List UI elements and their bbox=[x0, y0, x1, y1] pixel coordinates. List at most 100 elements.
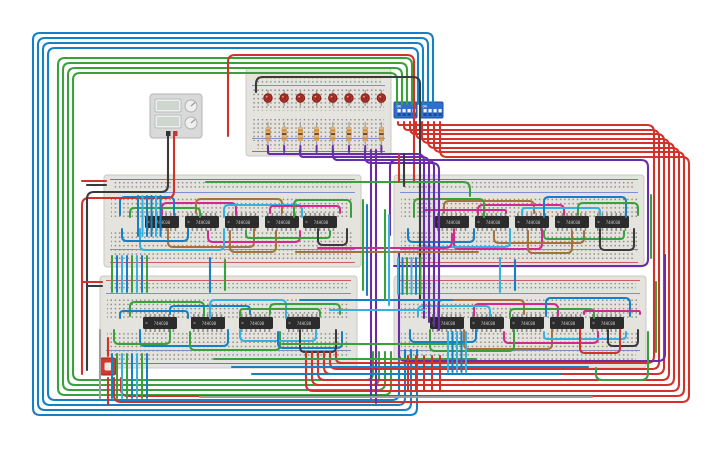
wire[interactable] bbox=[46, 46, 420, 402]
ic-pin bbox=[535, 213, 537, 216]
led-board[interactable] bbox=[245, 67, 392, 157]
ic-pin bbox=[601, 329, 603, 332]
wire[interactable] bbox=[229, 230, 277, 253]
wire[interactable] bbox=[56, 56, 414, 397]
pushbutton-cap[interactable] bbox=[104, 362, 112, 371]
wire[interactable] bbox=[112, 120, 691, 404]
dip-switch[interactable]: ON bbox=[419, 101, 444, 119]
wire[interactable] bbox=[328, 120, 661, 371]
wire[interactable] bbox=[119, 310, 189, 319]
wire[interactable] bbox=[293, 199, 352, 218]
wire[interactable] bbox=[429, 329, 515, 352]
wire[interactable] bbox=[607, 329, 639, 347]
wire[interactable] bbox=[80, 134, 176, 376]
ic-chip[interactable]: 74HC08 bbox=[185, 213, 219, 231]
wire[interactable] bbox=[521, 207, 601, 216]
wire[interactable] bbox=[209, 299, 287, 319]
ic-chip[interactable]: 74HC08 bbox=[286, 314, 320, 332]
wire[interactable] bbox=[254, 75, 422, 302]
ic-chip[interactable]: 74HC08 bbox=[595, 213, 629, 231]
ic-pin bbox=[254, 314, 257, 317]
wire[interactable] bbox=[545, 297, 631, 317]
ic-chip[interactable]: 74HC08 bbox=[470, 314, 504, 332]
wire[interactable] bbox=[195, 198, 283, 214]
dip-slider[interactable] bbox=[402, 109, 406, 113]
ic-pin bbox=[526, 213, 528, 216]
wire[interactable] bbox=[407, 228, 475, 243]
wire[interactable] bbox=[599, 228, 635, 251]
wire[interactable] bbox=[413, 198, 485, 218]
terminal-positive[interactable] bbox=[173, 131, 178, 136]
wire[interactable] bbox=[310, 120, 676, 387]
wire[interactable] bbox=[204, 180, 472, 198]
wire[interactable] bbox=[41, 41, 425, 407]
wire[interactable] bbox=[119, 120, 686, 398]
wire[interactable] bbox=[61, 61, 409, 392]
terminal-negative[interactable] bbox=[166, 131, 171, 136]
wire[interactable] bbox=[31, 31, 435, 417]
wire[interactable] bbox=[543, 196, 627, 218]
wire[interactable] bbox=[577, 202, 639, 216]
wire[interactable] bbox=[304, 120, 681, 393]
ic-chip[interactable]: 74HC08 bbox=[303, 213, 337, 231]
pushbutton[interactable] bbox=[99, 357, 117, 376]
wire[interactable] bbox=[443, 200, 535, 214]
wire[interactable] bbox=[579, 329, 621, 354]
wire[interactable] bbox=[269, 205, 341, 214]
wire[interactable] bbox=[167, 228, 255, 248]
wire[interactable] bbox=[85, 134, 170, 372]
wire[interactable] bbox=[409, 329, 477, 343]
power-supply[interactable] bbox=[149, 93, 203, 139]
wire[interactable] bbox=[113, 329, 171, 345]
wire[interactable] bbox=[36, 36, 430, 412]
ic-chip[interactable]: 74HC08 bbox=[555, 213, 589, 231]
wire[interactable] bbox=[317, 228, 348, 246]
wire[interactable] bbox=[388, 158, 650, 268]
dip-slider[interactable] bbox=[433, 109, 437, 113]
dip-slider[interactable] bbox=[397, 109, 401, 113]
ic-chip[interactable]: 74HC08 bbox=[515, 213, 549, 231]
ic-chip[interactable]: 74HC08 bbox=[550, 314, 584, 332]
wire[interactable] bbox=[397, 250, 667, 363]
wire[interactable] bbox=[245, 230, 331, 239]
ic-chip[interactable]: 74HC08 bbox=[590, 314, 624, 332]
wire[interactable] bbox=[129, 301, 205, 317]
wire[interactable] bbox=[223, 204, 303, 218]
ic-pin bbox=[561, 329, 563, 332]
wire[interactable] bbox=[503, 331, 599, 344]
ic-chip[interactable]: 74HC08 bbox=[265, 213, 299, 231]
wire[interactable] bbox=[269, 303, 341, 315]
wire[interactable] bbox=[493, 230, 585, 244]
wire[interactable] bbox=[594, 330, 650, 382]
wire[interactable] bbox=[527, 230, 573, 254]
ic-chip[interactable]: 74HC08 bbox=[191, 314, 225, 332]
ic-pin bbox=[441, 314, 443, 317]
wire[interactable] bbox=[583, 310, 641, 315]
wire[interactable] bbox=[129, 207, 201, 218]
ic-chip[interactable]: 74HC08 bbox=[510, 314, 544, 332]
ic-chip[interactable]: 74HC08 bbox=[143, 314, 177, 332]
ic-chip[interactable]: 74HC08 bbox=[475, 213, 509, 231]
wire[interactable] bbox=[239, 308, 321, 317]
ic-pin bbox=[259, 329, 261, 332]
wire[interactable] bbox=[316, 232, 454, 250]
dip-slider[interactable] bbox=[423, 109, 427, 113]
wire[interactable] bbox=[139, 228, 225, 251]
wire[interactable] bbox=[334, 120, 656, 365]
ic-chip[interactable]: 74HC08 bbox=[239, 314, 273, 332]
wire[interactable] bbox=[207, 230, 301, 243]
dip-slider[interactable] bbox=[407, 109, 411, 113]
wire[interactable] bbox=[363, 148, 441, 332]
ic-pin bbox=[154, 314, 156, 317]
wire[interactable] bbox=[543, 331, 627, 340]
ic-chip[interactable]: 74HC08 bbox=[225, 213, 259, 231]
dip-slider[interactable] bbox=[438, 109, 442, 113]
wire[interactable] bbox=[226, 53, 416, 184]
wire[interactable] bbox=[463, 329, 553, 350]
wire[interactable] bbox=[121, 228, 189, 242]
dip-slider[interactable] bbox=[428, 109, 432, 113]
wire[interactable] bbox=[543, 230, 625, 240]
